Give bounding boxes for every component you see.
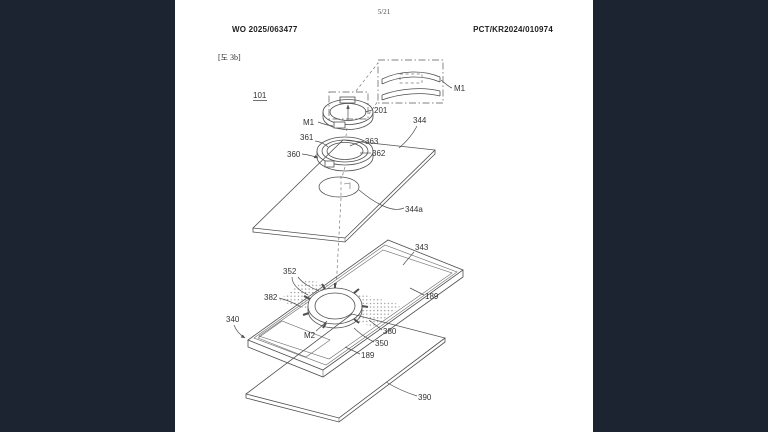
ref-343-label: 343 — [415, 243, 429, 252]
ref-380-label: 380 — [383, 327, 397, 336]
ref-340-label: 340 — [226, 315, 240, 324]
application-number: PCT/KR2024/010974 — [473, 25, 553, 34]
ref-360-label: 360 — [287, 150, 301, 159]
projection-line-top — [355, 62, 379, 92]
detail-inset-m1: M1 — [377, 59, 466, 104]
ref-390-label: 390 — [418, 393, 432, 402]
plate-344: 344 344a — [252, 116, 436, 243]
ref-363-label: 363 — [365, 137, 379, 146]
ref-101-label: 101 — [253, 91, 267, 100]
figure-caption: [도 3b] — [218, 53, 241, 62]
ref-m1-inset-label: M1 — [454, 84, 466, 93]
publication-number: WO 2025/063477 — [232, 25, 298, 34]
ref-361-label: 361 — [300, 133, 314, 142]
plate-390: 390 — [245, 313, 446, 423]
ref-344-label: 344 — [413, 116, 427, 125]
tray-340: 352 382 189 380 M2 350 189 340 343 — [226, 239, 464, 378]
ref-350-label: 350 — [375, 339, 389, 348]
ref-344a-label: 344a — [405, 205, 423, 214]
ref-m2-label: M2 — [304, 331, 316, 340]
mount-ring-350 — [302, 283, 369, 329]
ref-189-bottom-label: 189 — [361, 351, 375, 360]
ref-352-label: 352 — [283, 267, 297, 276]
ref-189-right-label: 189 — [425, 292, 439, 301]
patent-page: 5/21 WO 2025/063477 PCT/KR2024/010974 [도… — [175, 0, 593, 432]
ref-m1-label: M1 — [303, 118, 315, 127]
ref-382-label: 382 — [264, 293, 278, 302]
projection-line-bottom — [368, 100, 379, 115]
ring-360: 361 363 362 360 — [287, 133, 386, 172]
axis-segment-3 — [335, 197, 342, 291]
axis-segment-2 — [341, 166, 346, 178]
ref-201-label: 201 — [374, 106, 388, 115]
page-indicator: 5/21 — [377, 8, 391, 16]
ring-201: 201 M1 — [303, 91, 388, 130]
axis-segment-1 — [345, 127, 348, 137]
patent-figure-3b: 101 M1 — [226, 59, 466, 423]
ref-362-label: 362 — [372, 149, 386, 158]
